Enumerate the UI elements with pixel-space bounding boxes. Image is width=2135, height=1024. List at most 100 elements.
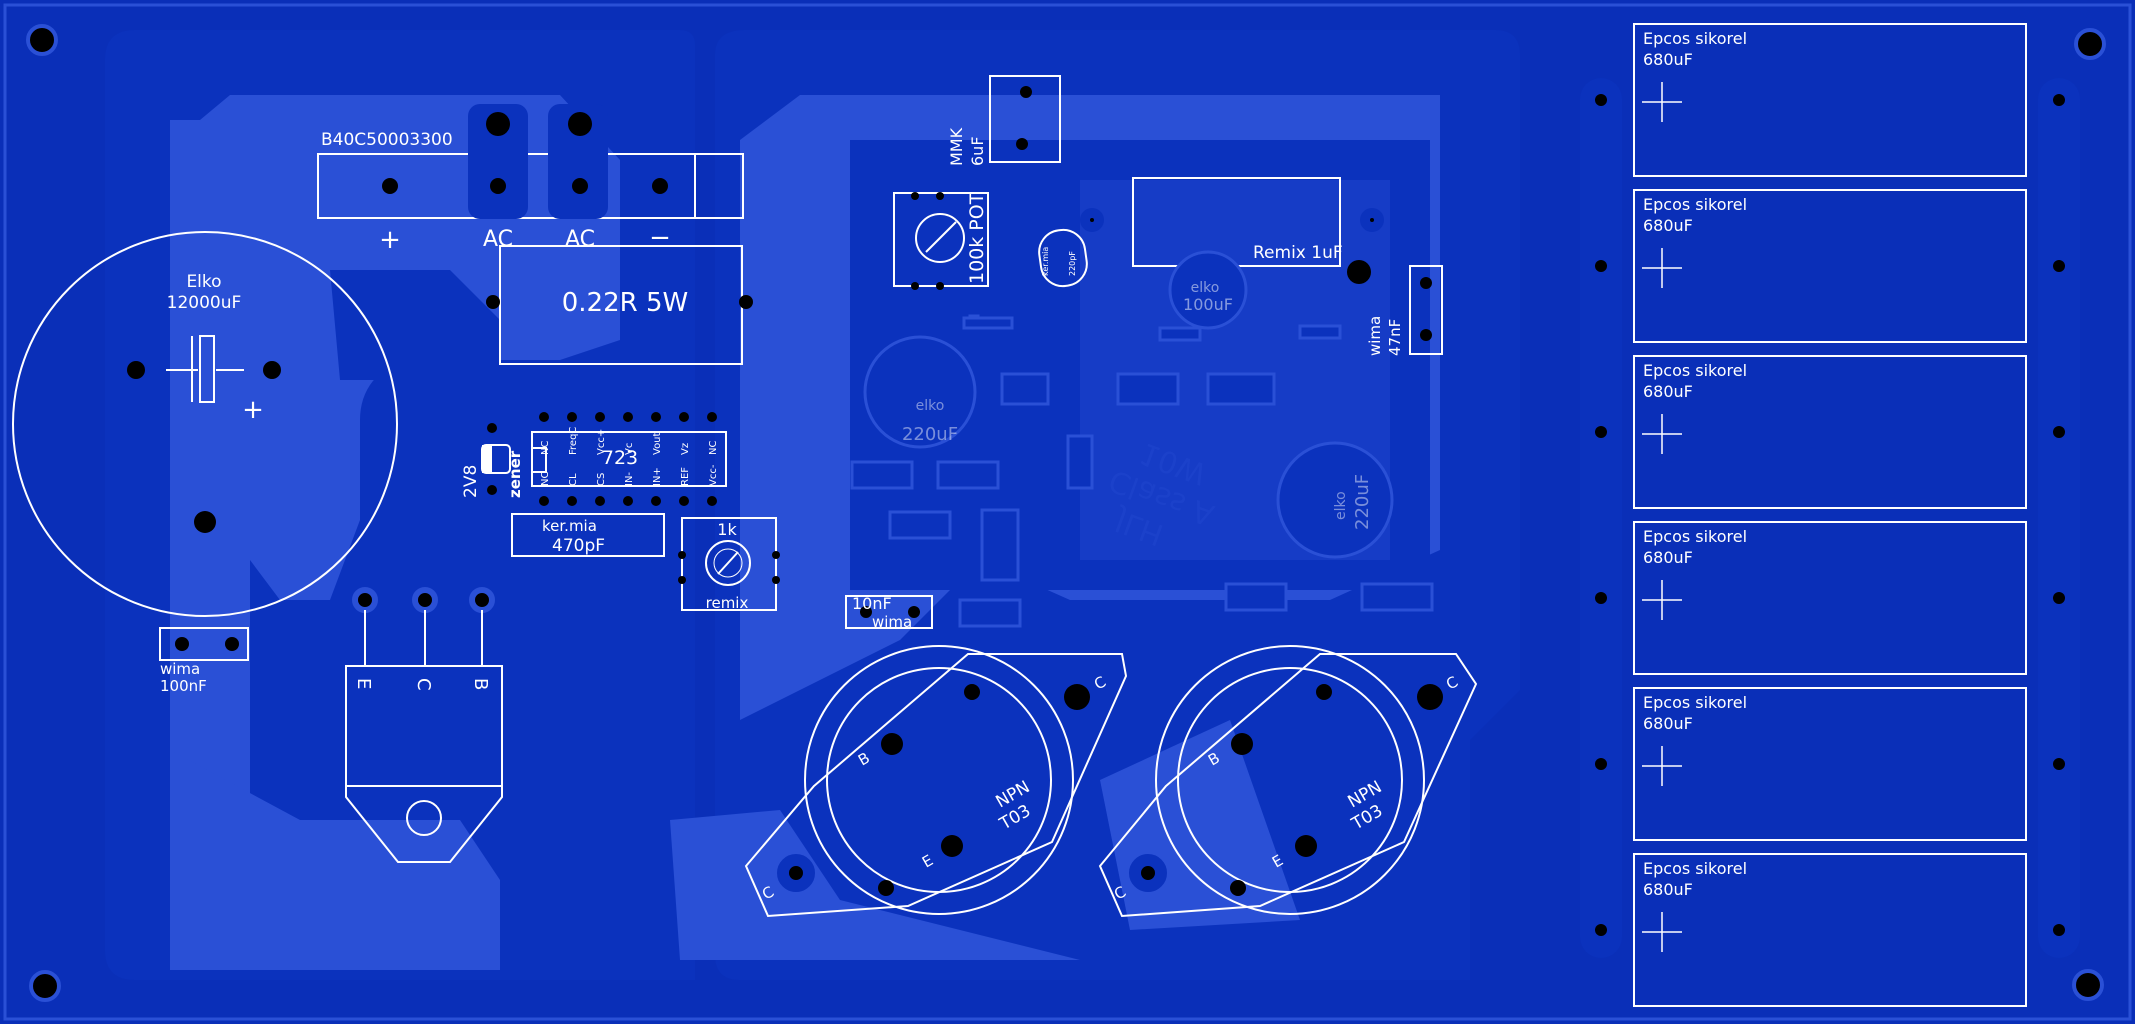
ic-bottom-pin-label: CL — [568, 473, 579, 486]
elko-100uf: elko 100uF — [1168, 250, 1248, 330]
wima-47-name: wima — [1366, 316, 1384, 356]
epcos-value: 680uF — [1643, 548, 1693, 567]
pot-100k: 100k POT — [893, 192, 989, 290]
bridge-plus: + — [379, 225, 401, 255]
bridge-rectifier: B40C50003300 + AC AC − — [317, 104, 744, 255]
ic-top-pin-label: Vcc+ — [596, 429, 607, 455]
kermia-470pf: ker.mia 470pF — [511, 513, 665, 557]
copper-text: JLH Class A 10W — [1104, 435, 1219, 552]
epcos-outline — [1633, 23, 2027, 177]
copper-pours — [105, 30, 2080, 980]
epcos-capacitor: Epcos sikorel 680uF — [1633, 521, 2027, 675]
elko-100-value: 100uF — [1183, 295, 1233, 314]
wima-100nf: wima 100nF — [159, 627, 249, 695]
ic-top-pin-hole — [707, 412, 717, 422]
epcos-name: Epcos sikorel — [1643, 859, 1747, 878]
to220-b: B — [470, 678, 491, 690]
epcos-outline — [1633, 687, 2027, 841]
ic-top-pin-label: NC — [540, 441, 551, 455]
pot100k-label: 100k POT — [966, 192, 988, 284]
wima-47-value: 47nF — [1386, 319, 1404, 356]
epcos-value: 680uF — [1643, 50, 1693, 69]
rail-right-pin — [2053, 758, 2065, 770]
bridge-ac2: AC — [565, 227, 595, 252]
wima-small-name: wima — [160, 660, 200, 678]
zener-2v8: 2V8 zener — [461, 423, 524, 498]
ic-723: 723 — [531, 431, 727, 487]
epcos-capacitors: Epcos sikorel 680uF Epcos sikorel 680uF Epco… — [1633, 23, 2027, 1007]
ic-bottom-pin-hole — [567, 496, 577, 506]
rail-right-pin — [2053, 260, 2065, 272]
rail-right-pin — [2053, 592, 2065, 604]
ic-bottom-pin-hole — [623, 496, 633, 506]
epcos-name: Epcos sikorel — [1643, 195, 1747, 214]
epcos-value: 680uF — [1643, 382, 1693, 401]
ic-bottom-pin-label: REF — [680, 467, 691, 486]
ic-top-pin-hole — [679, 412, 689, 422]
rail-right-pin — [2053, 94, 2065, 106]
npn-to3-2: NPN T03 B E C C — [1098, 645, 1478, 918]
wima-10nf: 10nF wima — [845, 594, 933, 631]
rail-right-pin — [2053, 924, 2065, 936]
ic-label: 723 — [602, 447, 638, 469]
ic-bottom-pin-hole — [707, 496, 717, 506]
epcos-value: 680uF — [1643, 714, 1693, 733]
ic-bottom-pin-label: IN+ — [652, 467, 663, 486]
rail-left-pin — [1595, 260, 1607, 272]
elko-100-name: elko — [1191, 280, 1220, 296]
kermia-value: 470pF — [552, 536, 605, 556]
elko-big-plus: + — [242, 395, 264, 425]
kermia-name: ker.mia — [542, 517, 597, 535]
elko-220a-value: 220uF — [902, 424, 958, 445]
cap10nf-name: wima — [872, 613, 912, 631]
epcos-outline — [1633, 355, 2027, 509]
pot1k-value: 1k — [717, 520, 737, 539]
epcos-value: 680uF — [1643, 216, 1693, 235]
epcos-outline — [1633, 521, 2027, 675]
rail-left-pin — [1595, 592, 1607, 604]
rail-right-pin — [2053, 426, 2065, 438]
rail-pins — [1595, 94, 2065, 936]
ic-top-pin-hole — [651, 412, 661, 422]
ic-bottom-pin-hole — [651, 496, 661, 506]
epcos-value: 680uF — [1643, 880, 1693, 899]
ic-top-pin-label: NC — [708, 441, 719, 455]
kermia-small-name: ker.mia — [1041, 247, 1050, 276]
ic-top-pin-label: Vz — [680, 443, 691, 455]
remix-1uf: Remix 1uF — [1080, 177, 1384, 284]
kermia-220pf: ker.mia 220pF — [1038, 228, 1088, 288]
to220-e: E — [353, 678, 374, 689]
ic-bottom-pin-hole — [595, 496, 605, 506]
rail-left-pin — [1595, 94, 1607, 106]
epcos-capacitor: Epcos sikorel 680uF — [1633, 687, 2027, 841]
epcos-outline — [1633, 853, 2027, 1007]
wima-small-value: 100nF — [160, 677, 207, 695]
mmk-value: 6uF — [968, 136, 987, 166]
pot1k-name: remix — [706, 594, 749, 612]
mounting-holes — [26, 24, 2106, 1002]
ic-bottom-pin-label: NC — [540, 472, 551, 486]
remix-1uf-label: Remix 1uF — [1253, 243, 1343, 263]
to220-transistor: E C B — [345, 587, 503, 863]
pot-1k: 1k remix — [678, 517, 780, 612]
resistor-0-22r: 0.22R 5W — [486, 245, 753, 365]
ic-top-pin-hole — [539, 412, 549, 422]
rail-left-pin — [1595, 924, 1607, 936]
rail-left-pin — [1595, 426, 1607, 438]
ic-top-pin-hole — [595, 412, 605, 422]
elko-big-name: Elko — [186, 272, 221, 292]
ic-bottom-pin-label: IN- — [624, 472, 635, 486]
resistor-label: 0.22R 5W — [562, 288, 688, 318]
ic-bottom-pin-hole — [679, 496, 689, 506]
bridge-label: B40C50003300 — [321, 130, 453, 150]
ic-top-pin-hole — [567, 412, 577, 422]
zener-value: 2V8 — [461, 465, 481, 498]
epcos-name: Epcos sikorel — [1643, 527, 1747, 546]
epcos-name: Epcos sikorel — [1643, 361, 1747, 380]
elko-220b-name: elko — [1333, 491, 1349, 520]
epcos-name: Epcos sikorel — [1643, 693, 1747, 712]
smd-pads — [850, 314, 1434, 628]
